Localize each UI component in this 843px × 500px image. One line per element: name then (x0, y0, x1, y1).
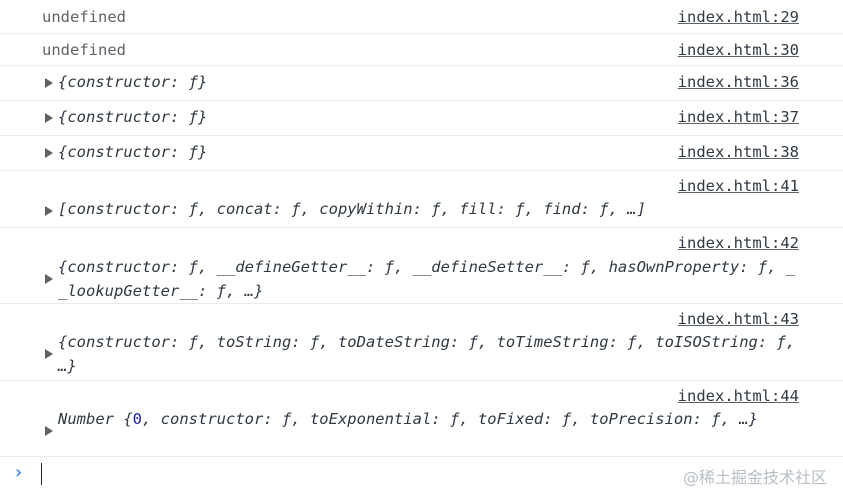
console-message[interactable]: {constructor: ƒ} (58, 143, 208, 161)
console-message: undefined (42, 8, 126, 26)
object-class-name: Number { (58, 410, 133, 428)
source-link[interactable]: index.html:42 (677, 234, 799, 252)
console-row: {constructor: ƒ} index.html:38 (0, 136, 843, 171)
chevron-right-icon: › (15, 462, 23, 483)
console-prompt[interactable]: › @稀土掘金技术社区 (0, 457, 843, 500)
text-caret (41, 463, 42, 485)
source-link[interactable]: index.html:41 (677, 177, 799, 195)
console-row: index.html:41 [constructor: ƒ, concat: ƒ… (0, 171, 843, 228)
source-link[interactable]: index.html:43 (677, 310, 799, 328)
console-message[interactable]: {constructor: ƒ, toString: ƒ, toDateStri… (58, 333, 796, 375)
source-link[interactable]: index.html:36 (677, 73, 799, 91)
expand-triangle-icon[interactable] (45, 206, 53, 216)
console-message[interactable]: [constructor: ƒ, concat: ƒ, copyWithin: … (58, 200, 646, 218)
console-row: index.html:43 {constructor: ƒ, toString:… (0, 304, 843, 381)
expand-triangle-icon[interactable] (45, 274, 53, 284)
console-message[interactable]: {constructor: ƒ} (58, 73, 208, 91)
expand-triangle-icon[interactable] (45, 349, 53, 359)
primitive-value: 0 (132, 410, 142, 428)
expand-triangle-icon[interactable] (45, 78, 53, 88)
object-preview: , constructor: ƒ, toExponential: ƒ, toFi… (142, 410, 758, 428)
console-messages: undefined index.html:29 undefined index.… (0, 0, 843, 457)
source-link[interactable]: index.html:44 (677, 387, 799, 405)
console-row: undefined index.html:30 (0, 34, 843, 66)
source-link[interactable]: index.html:38 (677, 143, 799, 161)
console-message[interactable]: Number {0, constructor: ƒ, toExponential… (58, 407, 778, 431)
console-message[interactable]: {constructor: ƒ} (58, 108, 208, 126)
source-link[interactable]: index.html:37 (677, 108, 799, 126)
console-row: index.html:42 {constructor: ƒ, __defineG… (0, 228, 843, 304)
console-row: undefined index.html:29 (0, 0, 843, 34)
expand-triangle-icon[interactable] (45, 148, 53, 158)
expand-triangle-icon[interactable] (45, 113, 53, 123)
console-message[interactable]: {constructor: ƒ, __defineGetter__: ƒ, __… (58, 258, 796, 300)
console-row: {constructor: ƒ} index.html:37 (0, 101, 843, 136)
watermark: @稀土掘金技术社区 (682, 468, 827, 487)
expand-triangle-icon[interactable] (45, 426, 53, 436)
console-message: undefined (42, 41, 126, 59)
source-link[interactable]: index.html:29 (677, 8, 799, 26)
console-row: index.html:44 Number {0, constructor: ƒ,… (0, 381, 843, 457)
source-link[interactable]: index.html:30 (677, 41, 799, 59)
console-row: {constructor: ƒ} index.html:36 (0, 66, 843, 101)
